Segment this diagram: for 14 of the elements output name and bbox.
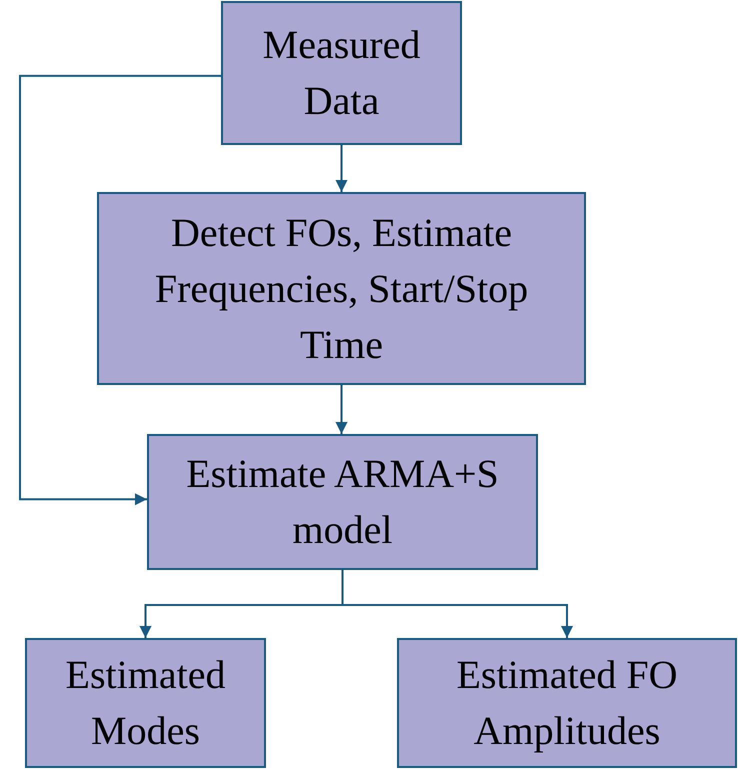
box-label: Estimate ARMA+S model <box>185 450 500 554</box>
box-label: Estimated Modes <box>64 651 226 755</box>
arrow <box>336 145 348 192</box>
process-box <box>221 1 462 145</box>
box-label: Estimated FO Amplitudes <box>455 651 679 755</box>
box-label: Detect FOs, Estimate Frequencies, Start/Stop Time <box>154 208 530 368</box>
process-box <box>97 192 586 385</box>
arrow <box>336 385 348 434</box>
process-box <box>147 434 538 570</box>
process-box <box>397 638 737 768</box>
arrow <box>19 74 221 506</box>
box-label: Measured Data <box>262 21 422 125</box>
arrow <box>342 570 573 638</box>
process-box <box>25 638 266 768</box>
